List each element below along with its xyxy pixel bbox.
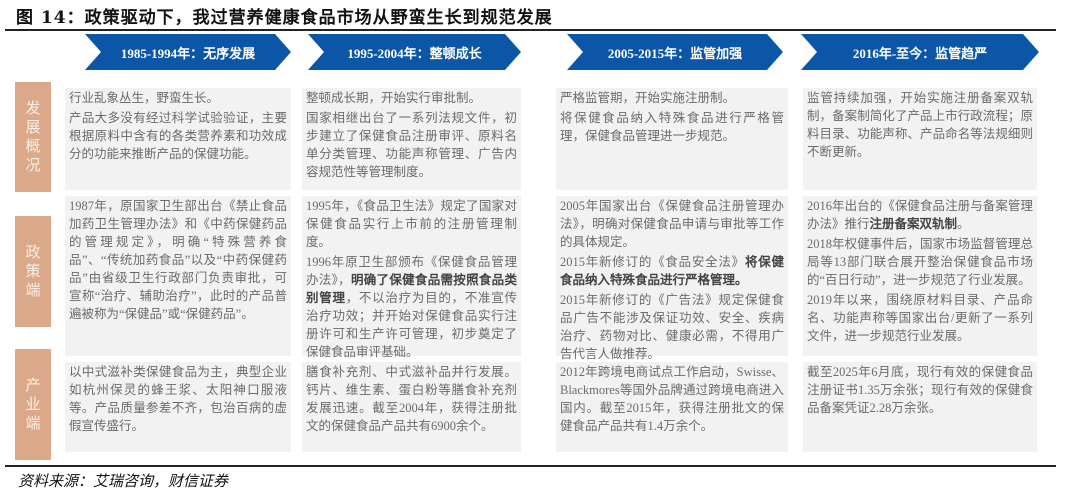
- cell-paragraph: 2019年以来，围绕原材料目录、产品命名、功能声称等国家出台/更新了一系列文件，…: [807, 291, 1033, 345]
- cell-paragraph: 严格监管期，开始实施注册制。: [560, 89, 784, 107]
- cell-text: 行业乱象丛生，野蛮生长。: [69, 91, 220, 105]
- stage-arrow-3: 2005-2015年：监管加强: [567, 34, 783, 70]
- cell-text: 监管持续加强，开始实施注册备案双轨制，备案制简化了产品上市行政流程；原料目录、功…: [807, 91, 1033, 159]
- cell-text: 2012年跨境电商试点工作启动，Swisse、Blackmores等国外品牌通过…: [560, 365, 784, 433]
- cell-text: 2016年出台的《保健食品注册与备案管理办法》推行: [807, 199, 1033, 231]
- cell-text: 以中式滋补类保健食品为主，典型企业如杭州保灵的蜂王浆、太阳神口服液等。产品质量参…: [69, 365, 287, 433]
- cell-text: 1996年原卫生部颁布《保健食品管理办法》，: [306, 255, 517, 287]
- cell-paragraph: 国家相继出台了一系列法规文件，初步建立了保健食品注册审评、原料名单分类管理、功能…: [306, 109, 517, 181]
- cell-paragraph: 1996年原卫生部颁布《保健食品管理办法》，明确了保健食品需按照食品类别管理，不…: [306, 253, 517, 361]
- cell-r1-c1: 行业乱象丛生，野蛮生长。产品大多没有经过科学试验验证，主要根据原料中含有的各类营…: [65, 88, 291, 190]
- top-divider: [5, 29, 1056, 31]
- cell-paragraph: 以中式滋补类保健食品为主，典型企业如杭州保灵的蜂王浆、太阳神口服液等。产品质量参…: [69, 363, 287, 435]
- emphasis-text: 将保健食品纳入特殊食品进行严格管理。: [560, 255, 784, 287]
- stage-arrow-1: 1985-1994年：无序发展: [85, 34, 291, 70]
- cell-paragraph: 2012年跨境电商试点工作启动，Swisse、Blackmores等国外品牌通过…: [560, 363, 784, 435]
- cell-paragraph: 膳食补充剂、中式滋补品并行发展。钙片、维生素、蛋白粉等膳食补充剂发展迅速。截至2…: [306, 363, 517, 435]
- cell-paragraph: 2016年出台的《保健食品注册与备案管理办法》推行注册备案双轨制。: [807, 197, 1033, 233]
- figure-title: 图 14：政策驱动下，我过营养健康食品市场从野蛮生长到规范发展: [16, 8, 553, 28]
- cell-text: 2019年以来，围绕原材料目录、产品命名、功能声称等国家出台/更新了一系列文件，…: [807, 293, 1033, 343]
- row-label-industry-text: 产业端: [25, 376, 41, 432]
- cell-r2-c3: 2005年国家出台《保健食品注册管理办法》，明确对保健食品申请与审批等工作的具体…: [556, 196, 788, 361]
- cell-text: 2018年权健事件后，国家市场监督管理总局等13部门联合展开整治保健食品市场的“…: [807, 237, 1033, 287]
- cell-text: 2015年新修订的《食品安全法》: [560, 255, 745, 269]
- cell-paragraph: 行业乱象丛生，野蛮生长。: [69, 89, 287, 107]
- cell-text: 将保健食品纳入特殊食品进行严格管理，保健食品管理进一步规范。: [560, 111, 784, 143]
- cell-paragraph: 2015年新修订的《广告法》规定保健食品广告不能涉及保证功效、安全、疾病治疗、药…: [560, 291, 784, 363]
- cell-text: 1995年，《食品卫生法》规定了国家对保健食品实行上市前的注册管理制度。: [306, 199, 517, 249]
- cell-text: 国家相继出台了一系列法规文件，初步建立了保健食品注册审评、原料名单分类管理、功能…: [306, 111, 517, 179]
- cell-text: 截至2025年6月底，现行有效的保健食品注册证书1.35万余张；现行有效的保健食…: [807, 365, 1033, 415]
- cell-r3-c3: 2012年跨境电商试点工作启动，Swisse、Blackmores等国外品牌通过…: [556, 362, 788, 452]
- emphasis-text: 注册备案双轨制: [869, 217, 958, 231]
- cell-text: 。: [957, 217, 970, 231]
- cell-paragraph: 截至2025年6月底，现行有效的保健食品注册证书1.35万余张；现行有效的保健食…: [807, 363, 1033, 417]
- cell-paragraph: 监管持续加强，开始实施注册备案双轨制，备案制简化了产品上市行政流程；原料目录、功…: [807, 89, 1033, 161]
- stage-arrow-2: 1995-2004年：整顿成长: [308, 34, 521, 70]
- cell-r1-c2: 整顿成长期，开始实行审批制。国家相继出台了一系列法规文件，初步建立了保健食品注册…: [302, 88, 521, 190]
- row-label-overview: 发展概况: [15, 82, 51, 192]
- cell-r2-c1: 1987年，原国家卫生部出台《禁止食品加药卫生管理办法》和《中药保健药品的管理规…: [65, 196, 291, 356]
- cell-text: 整顿成长期，开始实行审批制。: [306, 91, 482, 105]
- row-label-industry: 产业端: [15, 349, 51, 460]
- cell-r1-c3: 严格监管期，开始实施注册制。将保健食品纳入特殊食品进行严格管理，保健食品管理进一…: [556, 88, 788, 190]
- row-label-overview-text: 发展概况: [25, 99, 41, 174]
- row-label-policy-text: 政策端: [25, 243, 41, 299]
- cell-paragraph: 将保健食品纳入特殊食品进行严格管理，保健食品管理进一步规范。: [560, 109, 784, 145]
- source-note: 资料来源：艾瑞咨询，财信证券: [18, 472, 229, 490]
- cell-text: 2005年国家出台《保健食品注册管理办法》，明确对保健食品申请与审批等工作的具体…: [560, 199, 784, 249]
- cell-paragraph: 整顿成长期，开始实行审批制。: [306, 89, 517, 107]
- cell-paragraph: 2015年新修订的《食品安全法》将保健食品纳入特殊食品进行严格管理。: [560, 253, 784, 289]
- cell-paragraph: 产品大多没有经过科学试验验证，主要根据原料中含有的各类营养素和功效成分的功能来推…: [69, 109, 287, 163]
- cell-r1-c4: 监管持续加强，开始实施注册备案双轨制，备案制简化了产品上市行政流程；原料目录、功…: [803, 88, 1037, 190]
- cell-paragraph: 1995年，《食品卫生法》规定了国家对保健食品实行上市前的注册管理制度。: [306, 197, 517, 251]
- cell-r3-c1: 以中式滋补类保健食品为主，典型企业如杭州保灵的蜂王浆、太阳神口服液等。产品质量参…: [65, 362, 291, 452]
- cell-paragraph: 2018年权健事件后，国家市场监督管理总局等13部门联合展开整治保健食品市场的“…: [807, 235, 1033, 289]
- stage-arrow-4: 2016年-至今：监管趋严: [801, 34, 1039, 70]
- bottom-divider: [5, 465, 1056, 467]
- cell-text: ，不以治疗为目的，不准宣传治疗功效；并开始对保健食品实行注册许可和生产许可管理，…: [306, 291, 517, 359]
- cell-text: 2015年新修订的《广告法》规定保健食品广告不能涉及保证功效、安全、疾病治疗、药…: [560, 293, 784, 361]
- emphasis-text: 明确了保健食品需按照食品类别管理: [306, 273, 517, 305]
- cell-r3-c4: 截至2025年6月底，现行有效的保健食品注册证书1.35万余张；现行有效的保健食…: [803, 362, 1037, 452]
- cell-text: 1987年，原国家卫生部出台《禁止食品加药卫生管理办法》和《中药保健药品的管理规…: [69, 199, 287, 321]
- cell-text: 产品大多没有经过科学试验验证，主要根据原料中含有的各类营养素和功效成分的功能来推…: [69, 111, 287, 161]
- cell-r2-c4: 2016年出台的《保健食品注册与备案管理办法》推行注册备案双轨制。 2018年权健…: [803, 196, 1037, 356]
- cell-r2-c2: 1995年，《食品卫生法》规定了国家对保健食品实行上市前的注册管理制度。1996…: [302, 196, 521, 359]
- cell-paragraph: 1987年，原国家卫生部出台《禁止食品加药卫生管理办法》和《中药保健药品的管理规…: [69, 197, 287, 323]
- cell-r3-c2: 膳食补充剂、中式滋补品并行发展。钙片、维生素、蛋白粉等膳食补充剂发展迅速。截至2…: [302, 362, 521, 452]
- cell-text: 膳食补充剂、中式滋补品并行发展。钙片、维生素、蛋白粉等膳食补充剂发展迅速。截至2…: [306, 365, 517, 433]
- cell-text: 严格监管期，开始实施注册制。: [560, 91, 736, 105]
- cell-paragraph: 2005年国家出台《保健食品注册管理办法》，明确对保健食品申请与审批等工作的具体…: [560, 197, 784, 251]
- row-label-policy: 政策端: [15, 216, 51, 327]
